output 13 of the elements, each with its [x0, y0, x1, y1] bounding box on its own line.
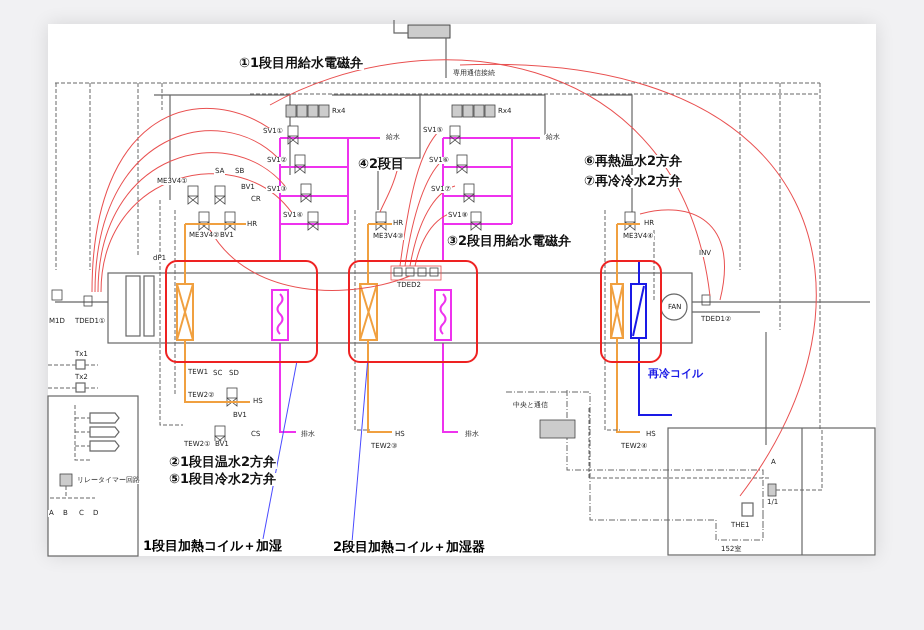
annotation-text: ⑦再冷冷水2方弁: [583, 175, 684, 188]
annotation-text: ⑤1段目冷水2方弁: [168, 473, 278, 486]
coil-label: 再冷コイル: [648, 368, 703, 379]
highlight-box: [348, 260, 478, 363]
annotation-text: ⑥再熱温水2方弁: [583, 155, 684, 168]
leader-line: [352, 362, 368, 540]
annotation-text: ④2段目: [357, 158, 406, 171]
highlight-box: [600, 260, 662, 363]
highlight-box: [165, 260, 318, 363]
leader-line: [262, 362, 298, 540]
annotation-text: ②1段目温水2方弁: [168, 456, 278, 469]
annotation-text: ③2段目用給水電磁弁: [446, 235, 572, 248]
annotation-text: ①1段目用給水電磁弁: [238, 57, 364, 70]
